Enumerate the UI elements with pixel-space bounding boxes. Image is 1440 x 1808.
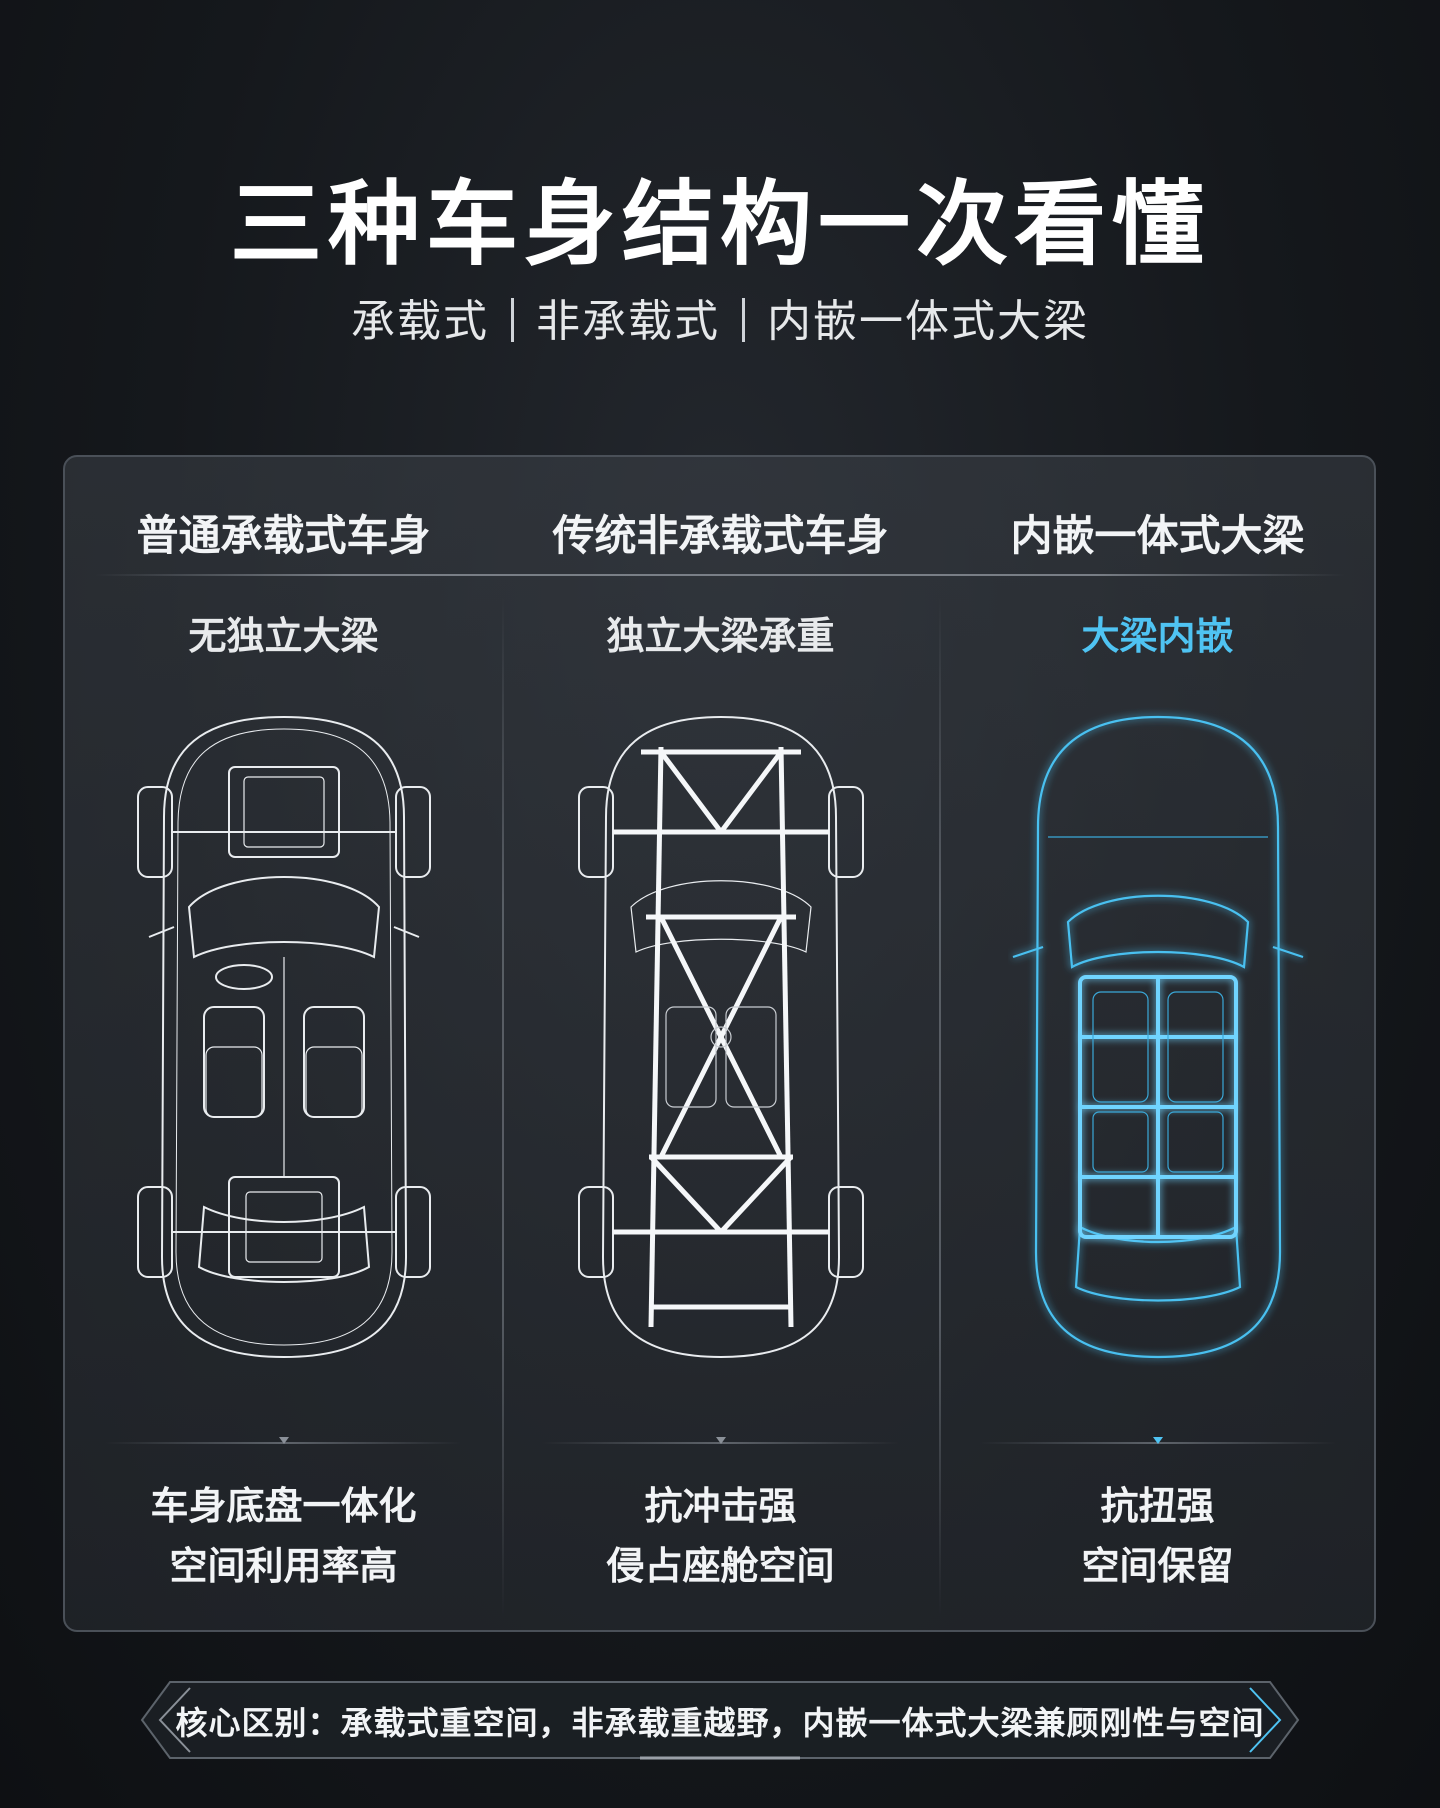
ladder-frame-car-wireframe-illustration xyxy=(577,715,864,1359)
footer-marker xyxy=(278,1437,289,1444)
comparison-panel: 普通承载式车身 无独立大梁 xyxy=(63,455,1376,1632)
footer-marker xyxy=(715,1437,726,1444)
subtitle-separator xyxy=(742,298,745,342)
page-subtitle: 承载式非承载式内嵌一体式大梁 xyxy=(0,285,1440,349)
header-divider xyxy=(95,574,1345,576)
subtitle-unibody: 承载式 xyxy=(351,296,489,347)
column-subtitle: 无独立大梁 xyxy=(188,614,379,658)
column-unibody: 普通承载式车身 无独立大梁 xyxy=(65,457,502,1630)
feature-line-2: 空间利用率高 xyxy=(169,1544,398,1588)
column-title: 内嵌一体式大梁 xyxy=(1010,511,1305,560)
feature-line-1: 抗扭强 xyxy=(1100,1484,1215,1528)
column-subtitle: 大梁内嵌 xyxy=(1081,614,1234,658)
subtitle-separator xyxy=(511,298,514,342)
feature-line-1: 抗冲击强 xyxy=(644,1484,797,1528)
feature-line-2: 空间保留 xyxy=(1081,1544,1234,1588)
column-integrated-frame: 内嵌一体式大梁 大梁内嵌 xyxy=(939,457,1376,1630)
column-title: 传统非承载式车身 xyxy=(552,511,889,560)
summary-text: 核心区别：承载式重空间，非承载重越野，内嵌一体式大梁兼顾刚性与空间 xyxy=(175,1704,1265,1742)
subtitle-integrated-frame: 内嵌一体式大梁 xyxy=(767,296,1089,347)
column-title: 普通承载式车身 xyxy=(136,511,431,560)
column-subtitle: 独立大梁承重 xyxy=(606,614,835,658)
subtitle-body-on-frame: 非承载式 xyxy=(536,296,720,347)
page-title: 三种车身结构一次看懂 xyxy=(229,171,1210,278)
footer-marker xyxy=(1152,1437,1163,1444)
column-divider xyxy=(502,597,504,1617)
feature-line-2: 侵占座舱空间 xyxy=(606,1544,835,1588)
integrated-frame-car-wireframe-illustration xyxy=(1012,715,1303,1359)
feature-line-1: 车身底盘一体化 xyxy=(150,1484,417,1528)
summary-banner: 核心区别：承载式重空间，非承载重越野，内嵌一体式大梁兼顾刚性与空间 xyxy=(140,1680,1300,1760)
column-body-on-frame: 传统非承载式车身 独立大梁承重 xyxy=(502,457,939,1630)
unibody-car-wireframe-illustration xyxy=(136,715,431,1359)
column-divider xyxy=(939,597,941,1617)
banner-frame xyxy=(140,1681,1300,1760)
